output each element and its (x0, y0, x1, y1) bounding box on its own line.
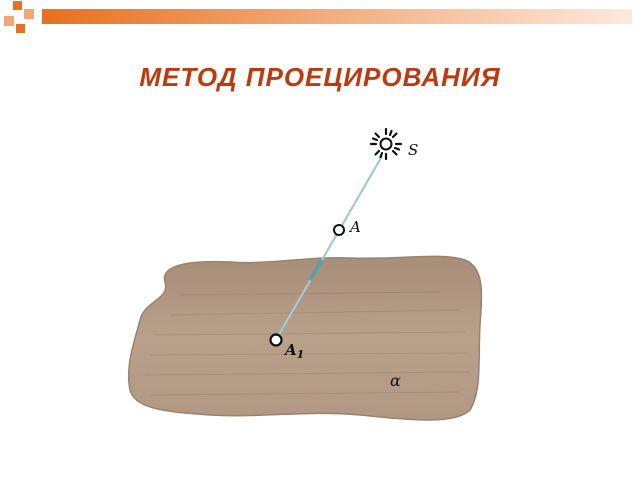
projection-plane (127, 255, 483, 421)
light-source (369, 127, 403, 161)
slide-title: МЕТОД ПРОЕЦИРОВАНИЯ (139, 62, 501, 92)
point-a1 (269, 333, 283, 347)
corner-square-2 (24, 9, 34, 19)
plane-label: α (390, 371, 401, 390)
corner-square-1 (13, 1, 22, 10)
header-gradient-bar (42, 9, 632, 24)
point-a1-label: A1 (283, 341, 304, 361)
source-point (379, 137, 393, 151)
header-decoration (4, 1, 632, 33)
point-a1-subscript: 1 (297, 348, 305, 361)
point-a (333, 224, 345, 236)
projecting-ray-intersection (308, 258, 324, 282)
plane-texture (144, 291, 471, 396)
point-a1-label-main: A (283, 341, 297, 359)
point-a-label: A (348, 218, 361, 236)
corner-square-4 (16, 24, 25, 33)
source-label: S (408, 141, 418, 159)
projecting-ray (276, 155, 383, 339)
projection-diagram: S A A1 α (127, 127, 483, 421)
corner-square-3 (4, 16, 14, 26)
